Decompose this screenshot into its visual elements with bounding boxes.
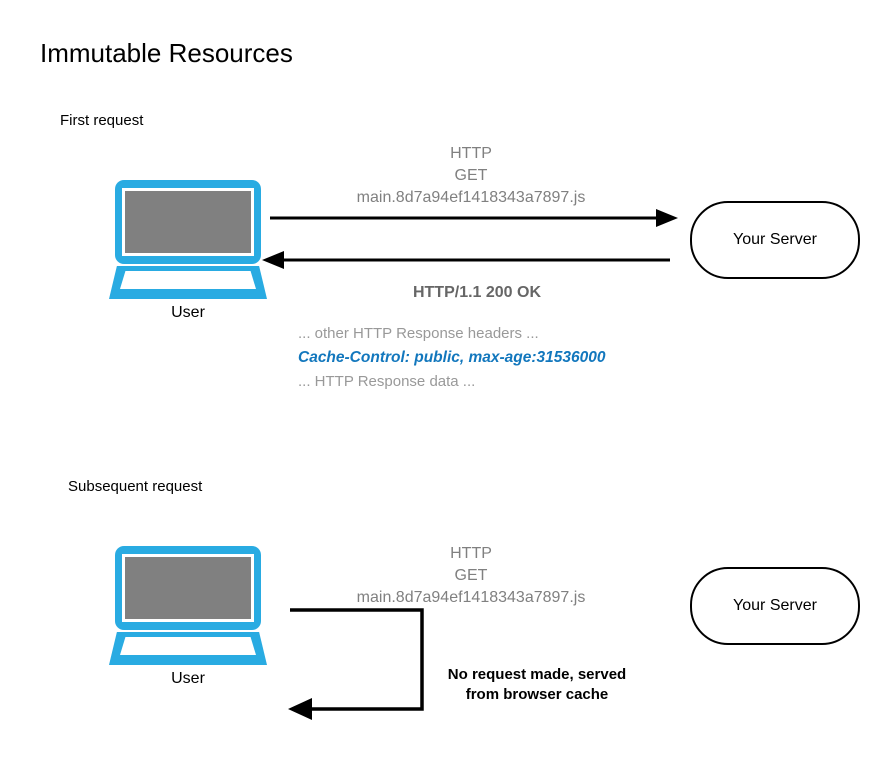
user-label: User bbox=[171, 304, 205, 321]
request-message-subsequent: HTTP GET main.8d7a94ef1418343a7897.js bbox=[300, 543, 642, 609]
request-resource: main.8d7a94ef1418343a7897.js bbox=[356, 589, 586, 606]
request-message-first: HTTP GET main.8d7a94ef1418343a7897.js bbox=[300, 143, 642, 209]
request-method: GET bbox=[454, 167, 488, 184]
server-label: Your Server bbox=[733, 231, 817, 248]
request-protocol: HTTP bbox=[450, 545, 492, 562]
cache-note: No request made, served from browser cac… bbox=[428, 665, 646, 705]
response-data-ellipsis: ... HTTP Response data ... bbox=[298, 373, 476, 390]
response-body-block: ... other HTTP Response headers ... Cach… bbox=[298, 322, 606, 394]
laptop-keyboard bbox=[120, 271, 256, 289]
user-label: User bbox=[171, 670, 205, 687]
page-title: Immutable Resources bbox=[40, 38, 293, 68]
laptop-icon: User bbox=[109, 180, 267, 321]
cache-note-line-1: No request made, served bbox=[447, 666, 627, 683]
response-status-line: HTTP/1.1 200 OK bbox=[412, 284, 542, 301]
laptop-keyboard bbox=[120, 637, 256, 655]
request-method: GET bbox=[454, 567, 488, 584]
request-arrow-first bbox=[270, 209, 678, 227]
section-label-first-request: First request bbox=[60, 112, 144, 129]
request-protocol: HTTP bbox=[450, 145, 492, 162]
response-headers-ellipsis: ... other HTTP Response headers ... bbox=[298, 325, 539, 342]
server-node-subsequent-request: Your Server bbox=[690, 567, 860, 645]
laptop-icon: User bbox=[109, 546, 267, 687]
laptop-screen bbox=[125, 191, 251, 253]
laptop-screen bbox=[125, 557, 251, 619]
server-label: Your Server bbox=[733, 597, 817, 614]
section-label-subsequent-request: Subsequent request bbox=[68, 478, 203, 495]
cache-loop-arrow bbox=[288, 608, 424, 720]
server-node-first-request: Your Server bbox=[690, 201, 860, 279]
response-arrow-first bbox=[262, 251, 670, 269]
request-resource: main.8d7a94ef1418343a7897.js bbox=[356, 189, 586, 206]
cache-control-header: Cache-Control: public, max-age:31536000 bbox=[298, 349, 606, 366]
cache-note-line-2: from browser cache bbox=[465, 686, 609, 703]
